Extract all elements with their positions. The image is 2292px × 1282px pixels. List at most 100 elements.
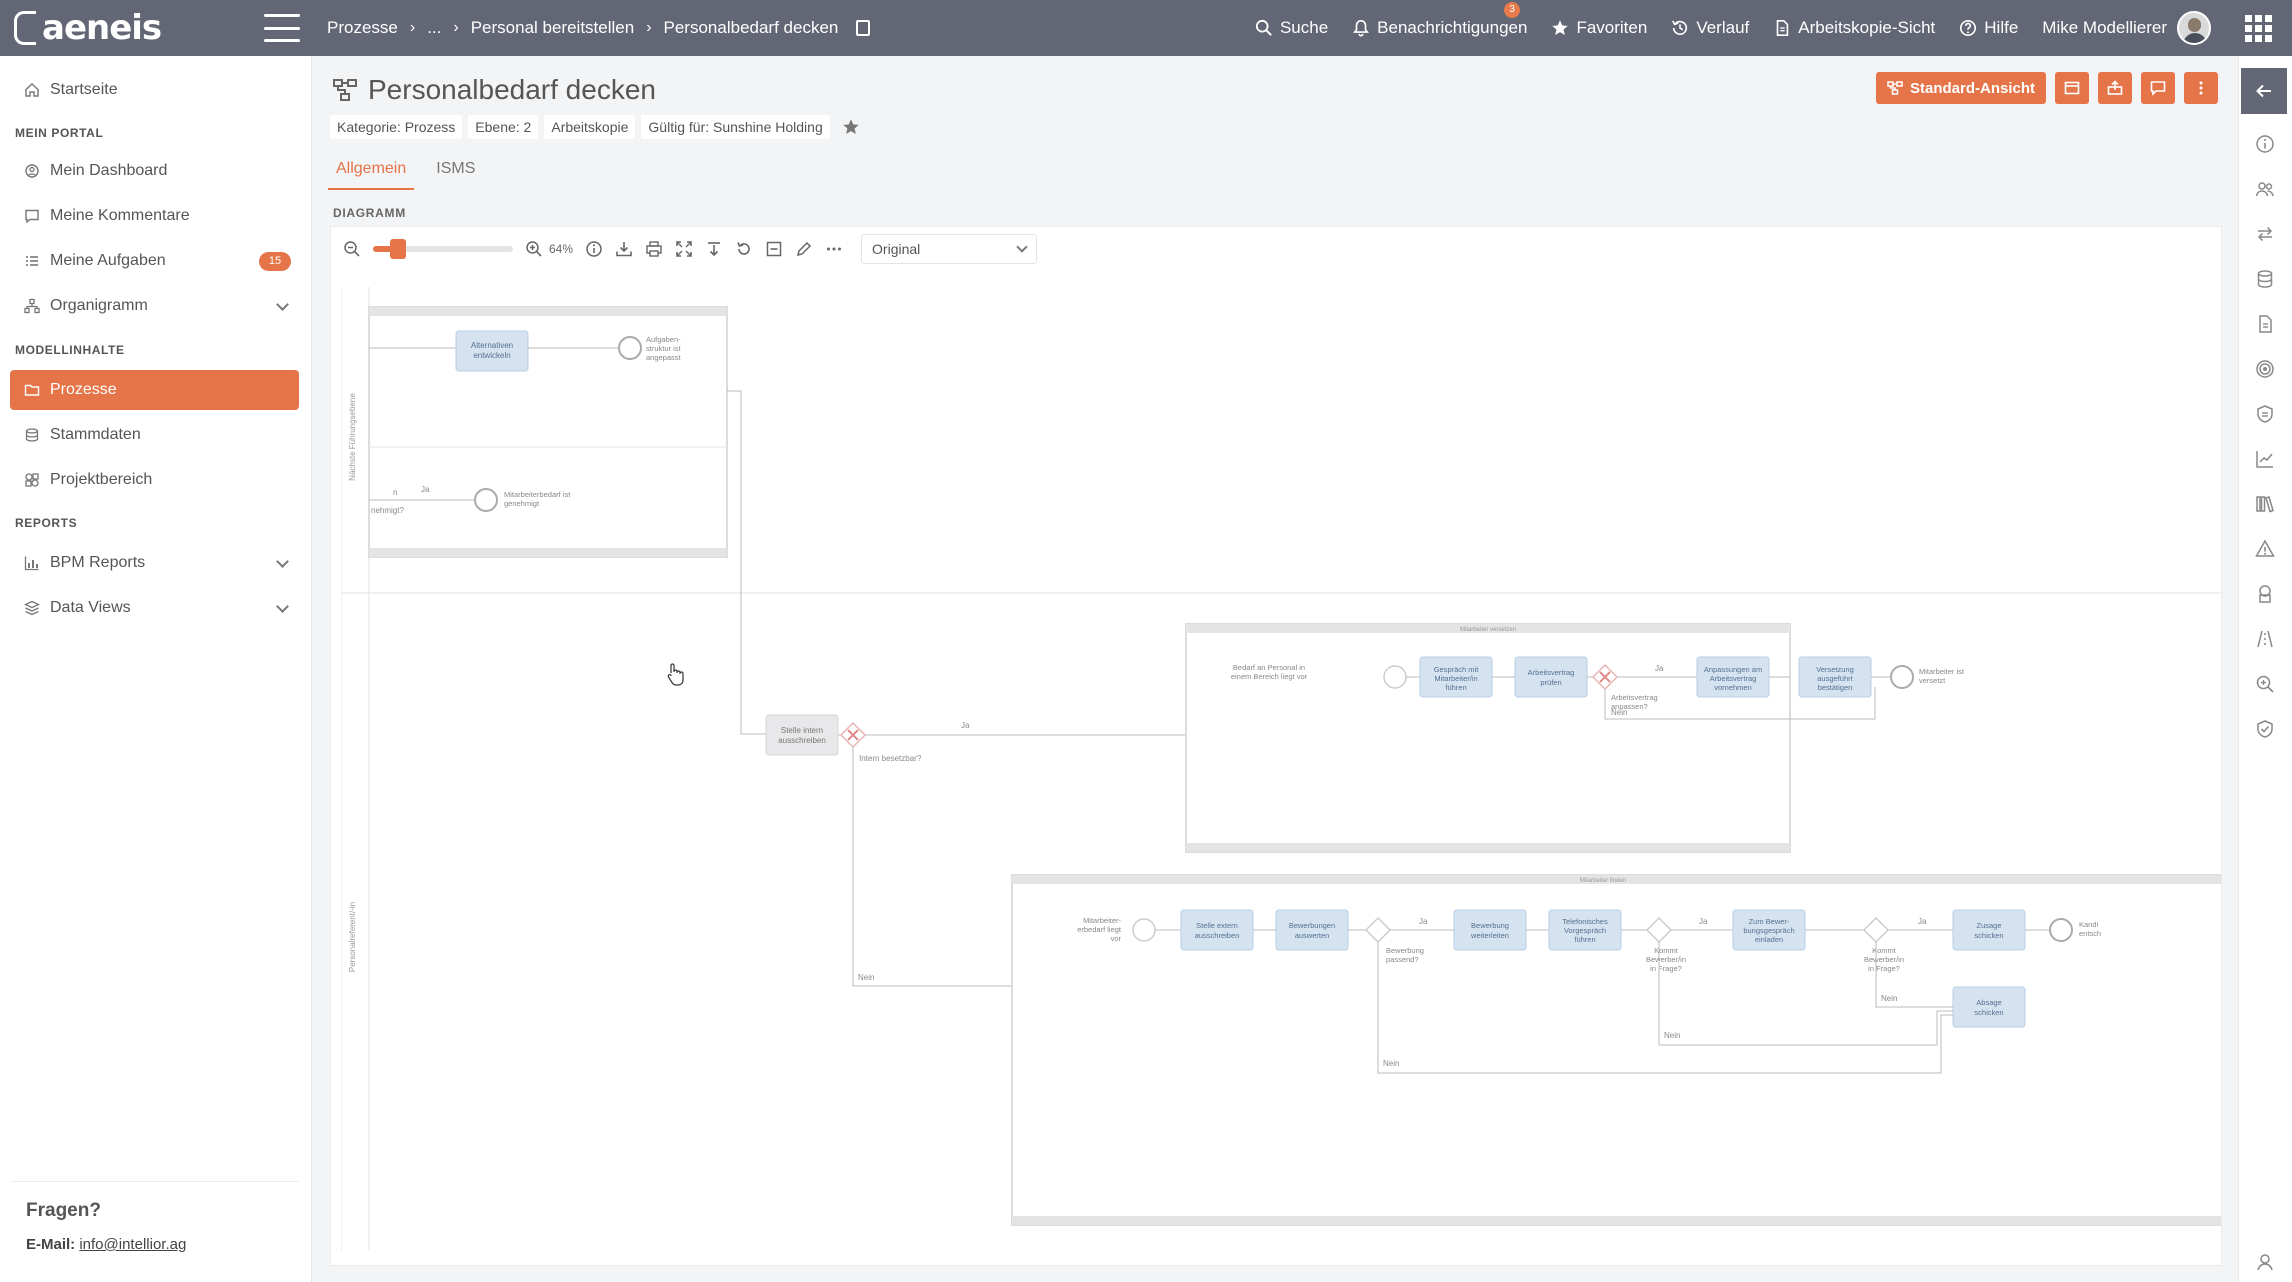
print-button[interactable]: [645, 240, 663, 258]
tab-isms[interactable]: ISMS: [436, 160, 476, 177]
users-icon[interactable]: [2255, 179, 2275, 199]
projects-icon: [25, 473, 39, 487]
diagram-canvas[interactable]: Nächste Führungsebene Personalreferent/-…: [341, 287, 2221, 1251]
swap-icon[interactable]: [2255, 224, 2275, 244]
sidebar-item-label: Meine Aufgaben: [50, 252, 166, 269]
favorite-star-icon[interactable]: [842, 118, 860, 136]
sidebar-item-home[interactable]: Startseite: [10, 70, 299, 110]
view-select[interactable]: Original: [861, 234, 1038, 264]
warning-icon[interactable]: [2255, 539, 2275, 559]
zoom-slider-handle[interactable]: [389, 239, 406, 259]
sidebar-item-processes[interactable]: Prozesse: [10, 370, 299, 410]
task-label-line: Telefonisches: [1562, 917, 1608, 926]
sidebar-item-data-views[interactable]: Data Views: [10, 588, 299, 628]
event-label-line: erbedarf liegt: [1077, 925, 1122, 934]
tab-allgemein[interactable]: Allgemein: [328, 154, 415, 190]
trend-icon[interactable]: [2255, 449, 2275, 469]
sidebar-item-tasks[interactable]: Meine Aufgaben 15: [10, 241, 299, 281]
breadcrumb-item-ellipsis[interactable]: ...: [427, 18, 442, 37]
help-email-link[interactable]: info@intellior.ag: [79, 1236, 187, 1253]
user-menu[interactable]: Mike Modellierer: [2042, 18, 2167, 38]
zoom-out-button[interactable]: [343, 240, 361, 258]
chevron-down-icon[interactable]: [276, 555, 289, 568]
sidebar-item-dashboard[interactable]: Mein Dashboard: [10, 151, 299, 191]
lock-badge-icon[interactable]: [2255, 584, 2275, 604]
shield-check-icon[interactable]: [2255, 719, 2275, 739]
avatar[interactable]: [2177, 11, 2211, 45]
task-review-applications[interactable]: [1275, 909, 1349, 951]
workcopy-view-button[interactable]: Arbeitskopie-Sicht: [1773, 18, 1935, 38]
history-button[interactable]: Verlauf: [1671, 18, 1749, 38]
diagram-section-label: DIAGRAMM: [333, 206, 406, 220]
help-icon: [1960, 19, 1977, 37]
subprocess-box-top[interactable]: [368, 306, 728, 558]
task-send-rejection[interactable]: [1952, 986, 2026, 1028]
flow-label-yes-partial: n: [393, 488, 397, 497]
info-button[interactable]: [585, 240, 603, 258]
help-email-row: E-Mail: info@intellior.ag: [26, 1236, 283, 1253]
road-icon[interactable]: [2255, 629, 2275, 649]
sidebar-item-orgchart[interactable]: Organigramm: [10, 286, 299, 326]
target-icon[interactable]: [2255, 359, 2275, 379]
masterdata-icon: [25, 428, 39, 442]
sidebar-item-label: Stammdaten: [50, 426, 141, 443]
start-event-need-exists[interactable]: [1132, 918, 1156, 942]
window-button[interactable]: [2055, 72, 2089, 104]
task-label-line: Bewerbung: [1471, 921, 1509, 930]
chevron-down-icon[interactable]: [276, 600, 289, 613]
notifications-button[interactable]: Benachrichtigungen 3: [1352, 2, 1527, 38]
search-zoom-icon[interactable]: [2255, 674, 2275, 694]
search-button[interactable]: Suche: [1255, 18, 1328, 38]
sidebar-item-projects[interactable]: Projektbereich: [10, 460, 299, 500]
task-send-acceptance[interactable]: [1952, 909, 2026, 951]
collapse-rail-button[interactable]: [2241, 68, 2287, 114]
copy-icon[interactable]: [856, 20, 871, 36]
fit-screen-button[interactable]: [675, 240, 693, 258]
favorites-button[interactable]: Favoriten: [1551, 18, 1647, 38]
task-label-line: Anpassungen am: [1704, 665, 1762, 674]
zoom-slider[interactable]: [373, 239, 513, 259]
user-name: Mike Modellierer: [2042, 18, 2167, 37]
share-button[interactable]: [2098, 72, 2132, 104]
apps-grid-icon[interactable]: [2245, 14, 2272, 42]
database-icon[interactable]: [2255, 269, 2275, 289]
breadcrumb-item-processes[interactable]: Prozesse: [327, 18, 398, 37]
help-button[interactable]: Hilfe: [1959, 18, 2018, 38]
sidebar: Startseite MEIN PORTAL Mein Dashboard Me…: [0, 56, 312, 1282]
end-event-employee-transferred[interactable]: [1890, 665, 1914, 689]
document-icon[interactable]: [2255, 314, 2275, 334]
download-button[interactable]: [615, 240, 633, 258]
more-tools-button[interactable]: [825, 240, 843, 258]
sidebar-item-comments[interactable]: Meine Kommentare: [10, 196, 299, 236]
end-event-structure-adapted[interactable]: [618, 336, 642, 360]
info-icon[interactable]: [2255, 134, 2275, 154]
end-event-candidate[interactable]: [2049, 918, 2073, 942]
task-label-line: Stelle extern: [1196, 921, 1238, 930]
task-develop-alternatives[interactable]: [455, 330, 529, 372]
end-event-need-approved[interactable]: [474, 488, 498, 512]
collapse-button[interactable]: [765, 240, 783, 258]
breadcrumb-item-parent[interactable]: Personal bereitstellen: [470, 18, 635, 37]
start-event-need-in-area[interactable]: [1383, 665, 1407, 689]
comment-button[interactable]: [2141, 72, 2175, 104]
task-post-external[interactable]: [1180, 909, 1254, 951]
support-icon[interactable]: [2255, 1252, 2275, 1272]
task-label-line: Absage: [1976, 998, 2001, 1007]
sidebar-item-bpm-reports[interactable]: BPM Reports: [10, 543, 299, 583]
align-bottom-button[interactable]: [705, 240, 723, 258]
more-actions-button[interactable]: [2184, 72, 2218, 104]
chevron-down-icon[interactable]: [276, 298, 289, 311]
sidebar-item-masterdata[interactable]: Stammdaten: [10, 415, 299, 455]
edit-button[interactable]: [795, 240, 813, 258]
task-post-internal[interactable]: [765, 714, 839, 756]
library-icon[interactable]: [2255, 494, 2275, 514]
task-check-contract[interactable]: [1514, 656, 1588, 698]
app-logo[interactable]: aeneis: [0, 0, 312, 56]
zoom-in-button[interactable]: [525, 240, 543, 258]
reset-button[interactable]: [735, 240, 753, 258]
menu-toggle-icon[interactable]: [264, 14, 300, 42]
task-forward-application[interactable]: [1453, 909, 1527, 951]
shield-icon[interactable]: [2255, 404, 2275, 424]
standard-view-button[interactable]: Standard-Ansicht: [1875, 72, 2046, 104]
task-label-line: Arbeitsvertrag: [1710, 674, 1757, 683]
